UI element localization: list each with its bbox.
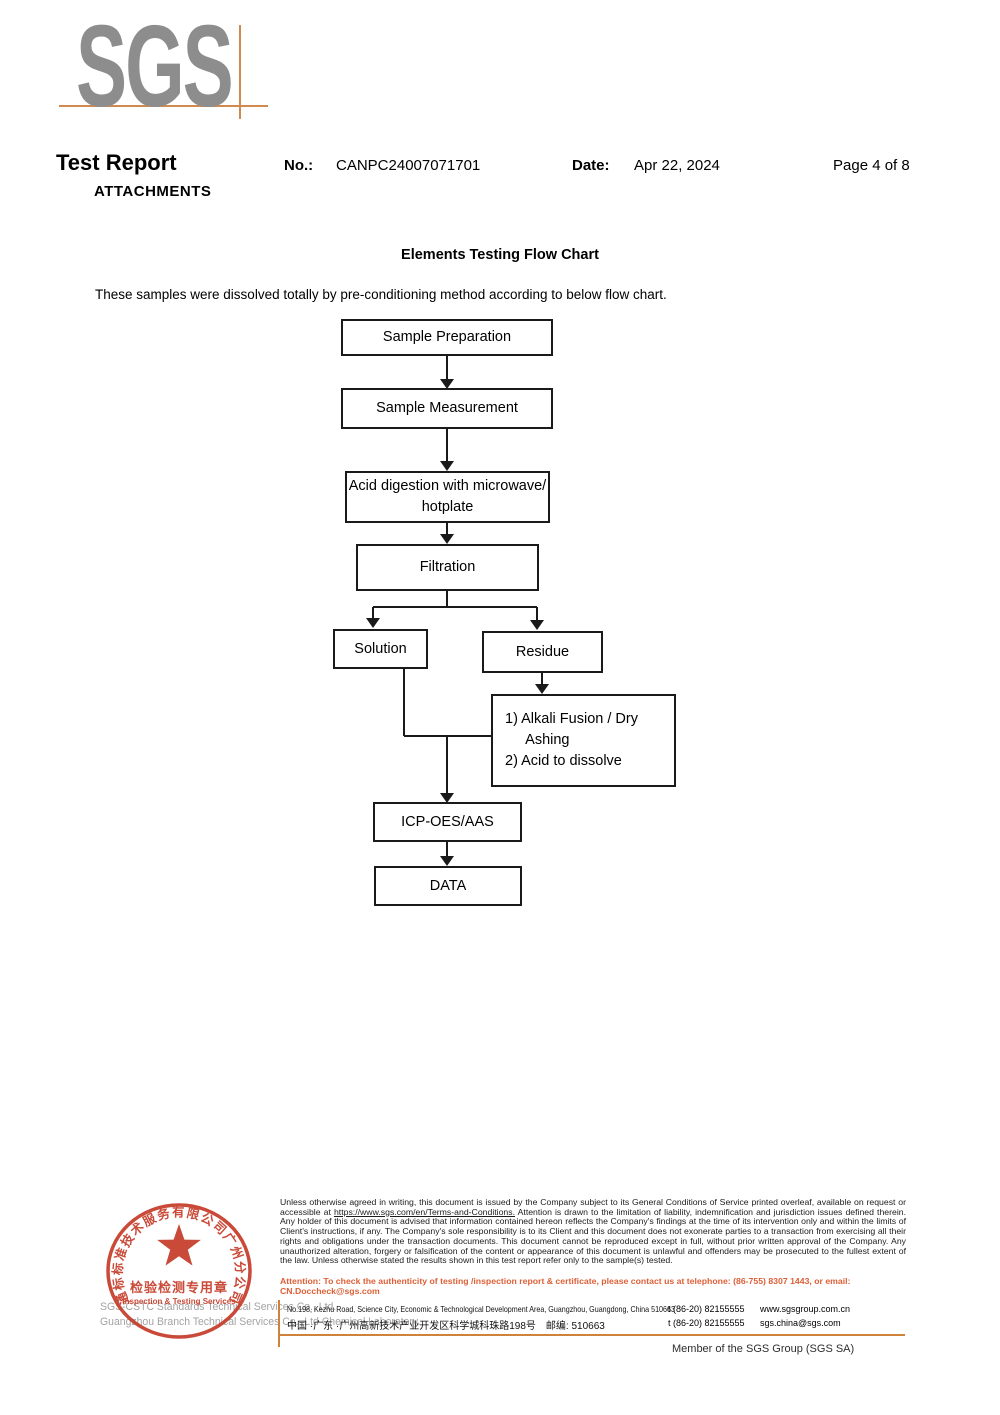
logo-crosshair-vertical: [239, 25, 241, 119]
flowchart-box-icp-oes-aas: ICP-OES/AAS: [373, 802, 522, 842]
flowchart-title: Elements Testing Flow Chart: [401, 247, 599, 263]
flowchart-box-sample-measurement: Sample Measurement: [341, 388, 553, 429]
legal-disclaimer: Unless otherwise agreed in writing, this…: [280, 1197, 907, 1266]
intro-text: These samples were dissolved totally by …: [95, 287, 667, 302]
footer-horizontal-rule: [280, 1334, 905, 1336]
doccheck-email-link[interactable]: CN.Doccheck@sgs.com: [280, 1285, 380, 1296]
phone-number-1: t (86-20) 82155555: [668, 1304, 745, 1314]
flowchart-box-data: DATA: [374, 866, 522, 906]
attention-notice: Attention: To check the authenticity of …: [280, 1276, 906, 1296]
flowchart-box-residue: Residue: [482, 631, 603, 673]
address-chinese: 中国 ·广东 ·广州高新技术产业开发区科学城科珠路198号 邮编: 510663: [287, 1321, 605, 1332]
terms-and-conditions-link[interactable]: https://www.sgs.com/en/Terms-and-Conditi…: [333, 1206, 516, 1217]
report-date-label: Date:: [572, 157, 610, 174]
stamp-star-icon: [157, 1224, 201, 1266]
company-name-line2: Guangzhou Branch Technical Services Co.,…: [100, 1316, 421, 1328]
sgs-member-note: Member of the SGS Group (SGS SA): [672, 1343, 855, 1355]
website-link[interactable]: www.sgsgroup.com.cn: [760, 1304, 851, 1314]
phone-number-2: t (86-20) 82155555: [668, 1318, 745, 1328]
flowchart-box-alkali-fusion: 1) Alkali Fusion / Dry Ashing 2) Acid to…: [491, 694, 676, 787]
company-email-link[interactable]: sgs.china@sgs.com: [760, 1318, 841, 1328]
attachments-label: ATTACHMENTS: [94, 183, 212, 200]
footer-vertical-rule: [278, 1300, 280, 1347]
report-title: Test Report: [56, 150, 177, 175]
flowchart-box-filtration: Filtration: [356, 544, 539, 591]
address-english: No.198, Kezhu Road, Science City, Econom…: [287, 1304, 675, 1314]
report-no-value: CANPC24007071701: [336, 157, 481, 174]
report-no-label: No.:: [284, 157, 314, 174]
report-date-value: Apr 22, 2024: [634, 157, 720, 174]
legal-text-part2: Attention is drawn to the limitation of …: [280, 1206, 907, 1266]
attention-text: Attention: To check the authenticity of …: [280, 1276, 851, 1286]
stamp-center-en: Inspection & Testing Services: [122, 1297, 236, 1306]
sgs-logo: SGS: [76, 1, 234, 131]
stamp-center-cn: 检验检测专用章: [130, 1280, 228, 1295]
logo-crosshair-horizontal: [59, 105, 268, 107]
page-number: Page 4 of 8: [833, 157, 910, 174]
flowchart-box-solution: Solution: [333, 629, 428, 669]
legal-text-part1: Unless otherwise agreed in writing, this…: [280, 1197, 906, 1217]
flowchart-box-sample-preparation: Sample Preparation: [341, 319, 553, 356]
flowchart-box-acid-digestion: Acid digestion with microwave/ hotplate: [345, 471, 550, 523]
company-name-line1: SGS-CSTC Standards Technical Services Co…: [100, 1301, 337, 1313]
inspection-testing-stamp: 通标标准技术服务有限公司广州分公司 检验检测专用章 Inspection & T…: [106, 1203, 252, 1339]
